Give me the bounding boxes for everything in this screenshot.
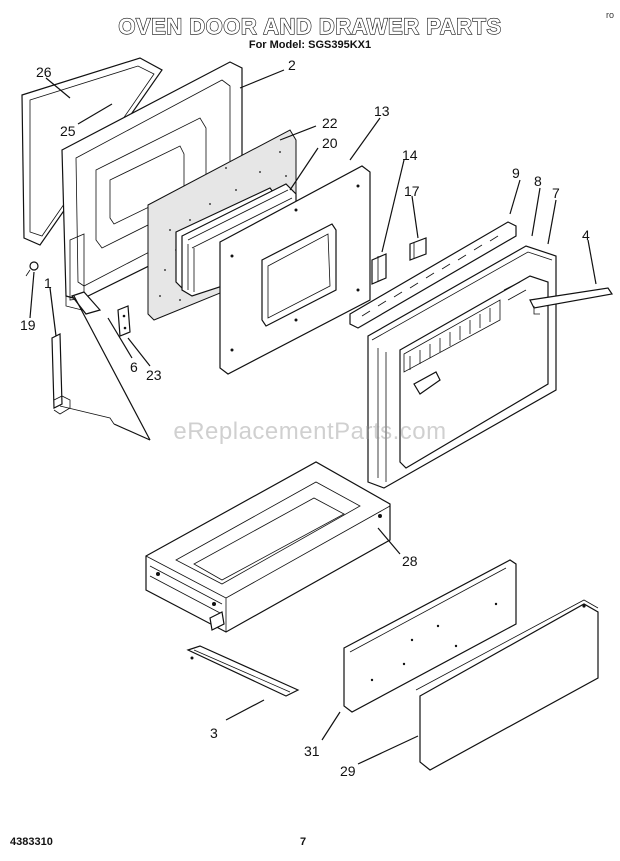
document-number: 4383310 bbox=[10, 836, 53, 848]
callout-22: 22 bbox=[322, 115, 338, 131]
callout-2: 2 bbox=[288, 57, 296, 73]
callout-leaders bbox=[29, 69, 597, 765]
door-hinge-left bbox=[51, 333, 115, 425]
callout-26: 26 bbox=[36, 64, 52, 80]
callout-1: 1 bbox=[44, 275, 52, 291]
page-number: 7 bbox=[300, 836, 307, 848]
inner-door-panel bbox=[219, 165, 371, 375]
callout-labels: 26 2 25 22 13 20 14 9 8 7 17 4 1 19 6 23… bbox=[20, 57, 590, 779]
door-clip bbox=[409, 237, 427, 261]
door-handle bbox=[529, 287, 614, 315]
callout-9: 9 bbox=[512, 165, 520, 181]
outer-door-assembly bbox=[367, 245, 557, 489]
door-bottom-trim bbox=[71, 291, 102, 315]
callout-25: 25 bbox=[60, 123, 76, 139]
drawer-back-panel bbox=[343, 559, 517, 713]
watermark-text: eReplacementParts.com bbox=[173, 418, 447, 445]
page-title: OVEN DOOR AND DRAWER PARTS bbox=[118, 13, 502, 39]
callout-29: 29 bbox=[340, 763, 356, 779]
model-subtitle: For Model: SGS395KX1 bbox=[248, 39, 372, 51]
drawer-slide-rail bbox=[186, 645, 300, 697]
callout-13: 13 bbox=[374, 103, 390, 119]
door-vent-trim bbox=[349, 221, 517, 329]
callout-17: 17 bbox=[404, 183, 420, 199]
callout-19: 19 bbox=[20, 317, 36, 333]
callout-28: 28 bbox=[402, 553, 418, 569]
callout-6: 6 bbox=[130, 359, 138, 375]
callout-3: 3 bbox=[210, 725, 218, 741]
callout-8: 8 bbox=[534, 173, 542, 189]
hinge-bracket bbox=[371, 253, 387, 285]
hinge-receptacle bbox=[117, 305, 131, 337]
callout-14: 14 bbox=[402, 147, 418, 163]
corner-code: ro bbox=[605, 10, 614, 20]
callout-31: 31 bbox=[304, 743, 320, 759]
callout-23: 23 bbox=[146, 367, 162, 383]
storage-drawer bbox=[145, 461, 391, 633]
callout-20: 20 bbox=[322, 135, 338, 151]
callout-7: 7 bbox=[552, 185, 560, 201]
callout-4: 4 bbox=[582, 227, 590, 243]
door-screw bbox=[25, 261, 39, 277]
drawer-front-trim bbox=[415, 599, 599, 771]
